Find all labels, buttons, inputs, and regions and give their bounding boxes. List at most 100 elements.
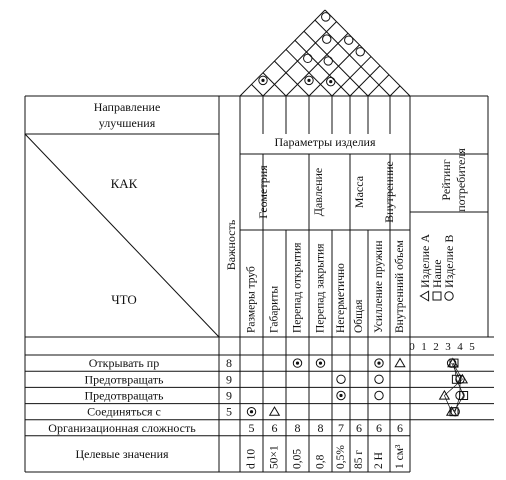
- complexity-value: 6: [376, 421, 382, 435]
- rating-profile-line-B: [451, 362, 461, 380]
- direction-label-line1: Направление: [94, 100, 161, 114]
- rating-profile-line-A: [444, 379, 463, 396]
- importance-value: 9: [226, 372, 232, 386]
- roof-lattice-line: [262, 72, 287, 97]
- target-value: d 10: [246, 449, 258, 469]
- relation-weak-icon: [394, 357, 406, 368]
- roof-lattice-line: [274, 60, 310, 97]
- requirement-label: Соединяться с: [87, 405, 161, 419]
- rating-profile-line-A: [444, 395, 452, 412]
- rating-ours-icon: [451, 374, 461, 384]
- requirement-label: Предотвращать: [85, 372, 165, 386]
- roof-symbol-strong-icon: [304, 75, 314, 86]
- column-header: Общая: [353, 299, 365, 333]
- roof-symbol-medium-icon: [303, 53, 313, 64]
- roof-lattice-line: [331, 56, 372, 97]
- relation-medium-icon: [374, 390, 384, 401]
- rating-scale-tick: 0: [409, 341, 415, 353]
- complexity-value: 6: [397, 421, 403, 435]
- target-value: 1 см³: [394, 444, 406, 469]
- legend-label: Наше: [430, 259, 444, 288]
- legend-label: Изделие В: [442, 235, 456, 288]
- column-header: Усилление пружин: [373, 241, 385, 334]
- roof-symbol-medium-icon: [344, 35, 354, 45]
- roof-lattice-line: [314, 19, 391, 97]
- relation-strong-icon: [246, 407, 257, 417]
- target-value: 85 г: [353, 450, 365, 469]
- params-header: Параметры изделия: [275, 135, 376, 149]
- how-label: КАК: [111, 176, 138, 191]
- legend-item: Изделие А: [418, 234, 432, 302]
- roof-lattice-line: [285, 49, 333, 97]
- legend-square-icon: [432, 291, 442, 301]
- rating-ours-icon: [449, 407, 459, 417]
- roof-lattice-line: [294, 40, 351, 97]
- relation-medium-icon: [336, 374, 346, 384]
- grid-corner-diagonal: [24, 133, 220, 338]
- target-value: 0,05: [292, 449, 304, 469]
- rating-profile-line-ours: [456, 379, 464, 396]
- complexity-value: 8: [318, 421, 324, 435]
- matrix-grid: [24, 95, 494, 473]
- group-header: Давление: [311, 168, 325, 217]
- target-label: Целевые значения: [75, 447, 169, 461]
- roof-left-edge: [239, 9, 326, 97]
- roof-lattice-line: [262, 21, 337, 97]
- roof-right-edge: [324, 9, 411, 97]
- rating-scale-tick: 1: [421, 341, 427, 353]
- roof-symbol-medium-icon: [355, 47, 365, 57]
- rating-scale-tick: 2: [433, 341, 439, 353]
- roof-lattice-line: [285, 32, 349, 97]
- direction-label-line2: улучшения: [99, 116, 156, 130]
- group-header: Геометрия: [256, 165, 270, 219]
- target-value: 2 Н: [373, 452, 385, 469]
- roof-symbol-medium-icon: [322, 34, 332, 44]
- rating-profile-line-ours: [453, 363, 457, 380]
- rating-product-a-icon: [438, 389, 451, 400]
- rating-scale-tick: 4: [457, 341, 463, 353]
- importance-value: 8: [226, 356, 232, 370]
- column-header: Размеры труб: [246, 266, 258, 333]
- complexity-value: 5: [249, 421, 255, 435]
- target-value: 0,8: [315, 454, 327, 469]
- complexity-value: 7: [338, 421, 344, 435]
- roof-lattice-line: [389, 85, 401, 97]
- requirement-label: Открывать пр: [89, 356, 159, 370]
- rating-profile-line-ours: [453, 395, 464, 412]
- rating-scale-tick: 3: [445, 341, 451, 353]
- relation-strong-icon: [292, 358, 303, 368]
- rating-header-line2: потребителя: [454, 148, 468, 212]
- requirement-label: Предотвращать: [85, 389, 165, 403]
- target-value: 0,5%: [335, 445, 347, 469]
- roof-lattice-line: [303, 30, 369, 97]
- legend-triangle-icon: [419, 290, 430, 302]
- column-header: Габариты: [269, 286, 281, 333]
- complexity-value: 6: [356, 421, 362, 435]
- complexity-value: 8: [295, 421, 301, 435]
- relation-strong-icon: [315, 358, 326, 368]
- column-header: Внутренний объем: [394, 240, 406, 333]
- roof-symbol-medium-icon: [323, 56, 333, 66]
- roof-symbol-strong-icon: [326, 76, 336, 87]
- correlation-roof: [239, 9, 411, 97]
- importance-value: 5: [226, 405, 232, 419]
- rating-header-line1: Рейтинг: [439, 159, 453, 200]
- column-header: Перепад закрытия: [315, 243, 327, 333]
- rating-scale-tick: 5: [469, 341, 475, 353]
- what-label: ЧТО: [111, 292, 137, 307]
- relation-strong-icon: [374, 358, 384, 368]
- relation-weak-icon: [268, 406, 281, 416]
- complexity-value: 6: [272, 421, 278, 435]
- legend-circle-icon: [444, 291, 454, 301]
- relation-strong-icon: [336, 390, 346, 401]
- importance-value: 9: [226, 389, 232, 403]
- roof-lattice-line: [251, 84, 264, 97]
- roof-lattice-line: [308, 44, 360, 97]
- relation-medium-icon: [374, 374, 384, 384]
- roof-lattice-line: [349, 65, 381, 97]
- legend-item: Изделие В: [442, 235, 456, 301]
- column-header: Негерметично: [335, 263, 347, 333]
- complexity-label: Организационная сложность: [48, 421, 196, 435]
- roof-symbol-strong-icon: [258, 75, 268, 86]
